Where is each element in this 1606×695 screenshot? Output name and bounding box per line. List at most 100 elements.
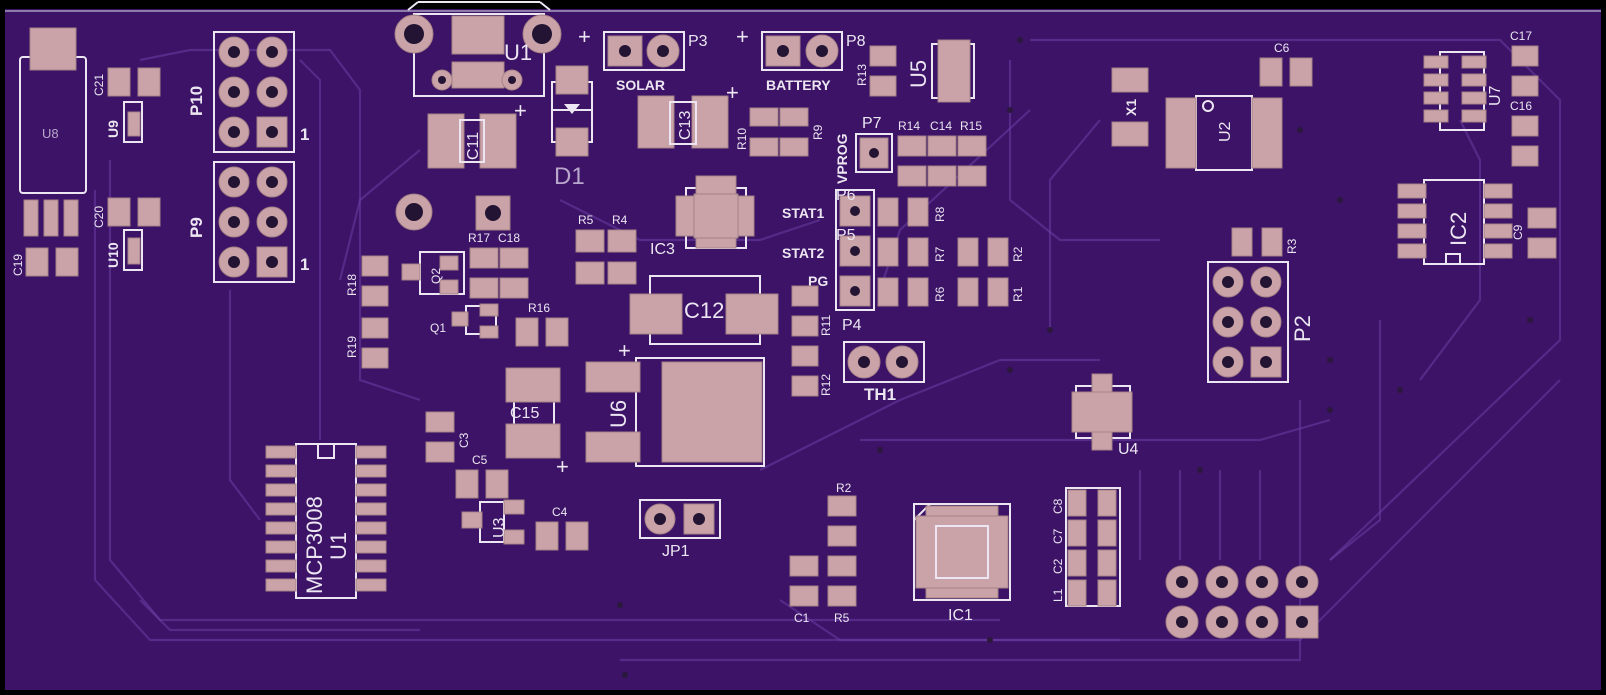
ref-r1: R1	[1011, 286, 1025, 302]
ref-c12: C12	[684, 298, 724, 323]
ref-r6: R6	[933, 286, 947, 302]
ref-r2: R2	[1011, 246, 1025, 262]
ref-u3: U3	[491, 517, 508, 538]
plus-c13: +	[726, 80, 739, 105]
pin1-p10: 1	[300, 125, 309, 144]
ref-l1: L1	[1051, 588, 1065, 602]
ref-r3: R3	[1285, 238, 1299, 254]
plus-p3: +	[578, 24, 591, 49]
c15-footprint: C15	[505, 367, 561, 459]
ref-p3: P3	[688, 33, 708, 50]
ref-c13: C13	[677, 111, 694, 140]
ref-c4: C4	[552, 505, 568, 519]
ref-c14: C14	[930, 119, 952, 133]
ref-r16: R16	[528, 301, 550, 315]
ref-u4: U4	[1118, 441, 1139, 458]
ref-r17: R17	[468, 231, 490, 245]
ref-jp1: JP1	[662, 543, 690, 560]
ref-p9: P9	[187, 217, 206, 238]
c12-footprint: C12 +	[618, 275, 779, 363]
th1-footprint: TH1	[843, 341, 925, 404]
ic1-footprint: IC1	[913, 503, 1011, 624]
ref-q1: Q1	[430, 321, 446, 335]
label-solar: SOLAR	[616, 77, 665, 93]
ref-r15: R15	[960, 119, 982, 133]
plus-c12: +	[618, 338, 631, 363]
ref-ic1: IC1	[948, 607, 973, 624]
ref-r19: R19	[345, 336, 359, 358]
p10-header: P10 1	[187, 31, 309, 153]
label-stat2: STAT2	[782, 245, 824, 261]
traces	[93, 38, 1562, 662]
ref-r9: R9	[811, 124, 825, 140]
label-pg: PG	[808, 273, 828, 289]
ref-r5-bottom: R5	[834, 611, 850, 625]
label-mcp3008: MCP3008	[302, 496, 327, 594]
r14-c14-r15: R14 C14 R15	[897, 119, 987, 187]
r2-c1-r5-bottom: R2 C1 R5	[789, 481, 857, 625]
r13-u5: R13 U5	[855, 39, 975, 103]
ref-c16: C16	[1510, 99, 1532, 113]
ic3-footprint: IC3	[650, 175, 755, 258]
ref-p2: P2	[1290, 315, 1315, 342]
d1-footprint: D1	[551, 65, 593, 190]
ref-r7: R7	[933, 246, 947, 262]
ref-c7: C7	[1051, 528, 1065, 544]
ref-p5: P5	[836, 227, 856, 244]
ref-c5: C5	[472, 453, 488, 467]
ref-r11: R11	[819, 315, 833, 336]
ref-c17: C17	[1510, 29, 1532, 43]
r5-r4-top: R5 R4	[575, 213, 637, 285]
ref-th1: TH1	[864, 385, 896, 404]
ref-r8: R8	[933, 206, 947, 222]
pin1-p9: 1	[300, 255, 309, 274]
ref-u7: U7	[1487, 85, 1504, 106]
ref-u6: U6	[606, 400, 631, 428]
ref-u2: U2	[1217, 121, 1234, 142]
label-vprog: VPROG	[834, 133, 850, 184]
ref-ic3: IC3	[650, 241, 675, 258]
ref-p7: P7	[862, 115, 882, 132]
r10-r9: R10 R9	[735, 107, 825, 157]
ref-r12: R12	[819, 374, 833, 396]
ref-r13: R13	[855, 64, 869, 86]
ref-p6: P6	[836, 187, 856, 204]
ref-c21: C21	[92, 74, 106, 96]
ref-u9: U9	[105, 120, 121, 138]
mcp3008-u1: MCP3008 U1	[265, 443, 387, 599]
c8-c7-c2-l1: C8 C7 C2 L1	[1051, 487, 1121, 607]
ref-ic2: IC2	[1446, 212, 1471, 246]
vias	[617, 37, 1533, 678]
ref-p8: P8	[846, 33, 866, 50]
plus-p8: +	[736, 24, 749, 49]
ref-p4: P4	[842, 317, 862, 334]
ref-r2-bottom: R2	[836, 481, 852, 495]
ic2-c9: IC2 C9	[1397, 179, 1557, 265]
ref-q2: Q2	[429, 268, 443, 284]
p9-header: P9 1	[187, 161, 309, 283]
ref-c3: C3	[457, 432, 471, 448]
ref-c18: C18	[498, 231, 520, 245]
ref-d1: D1	[554, 163, 585, 190]
jp1-jumper: JP1	[639, 499, 721, 560]
ref-r4: R4	[612, 213, 628, 227]
p3-solar-connector: SOLAR P3 +	[578, 24, 708, 93]
plus-c11: +	[514, 98, 527, 123]
c13-footprint: C13 +	[637, 80, 739, 149]
c11-footprint: C11 +	[427, 98, 527, 169]
ref-r14: R14	[898, 119, 920, 133]
ref-u5: U5	[906, 60, 931, 88]
ref-r5-top: R5	[578, 213, 594, 227]
c3-c5-u3-c4: C3 C5 U3 C4	[425, 411, 589, 551]
ref-c2: C2	[1051, 558, 1065, 574]
ref-c15: C15	[510, 405, 539, 422]
ref-u1-top: U1	[504, 40, 532, 65]
u8-footprint: U8	[19, 27, 87, 194]
ref-r18: R18	[345, 274, 359, 296]
left-small-parts: C21 U9 C20 U10 C19	[11, 67, 161, 277]
ref-c19: C19	[11, 254, 25, 276]
u6-footprint: U6 +	[556, 357, 765, 479]
resistors-r1-r8: R8 R7 R6 R2 R1	[877, 197, 1025, 307]
x1-u2-c6: X1 U2 C6	[1111, 41, 1313, 171]
